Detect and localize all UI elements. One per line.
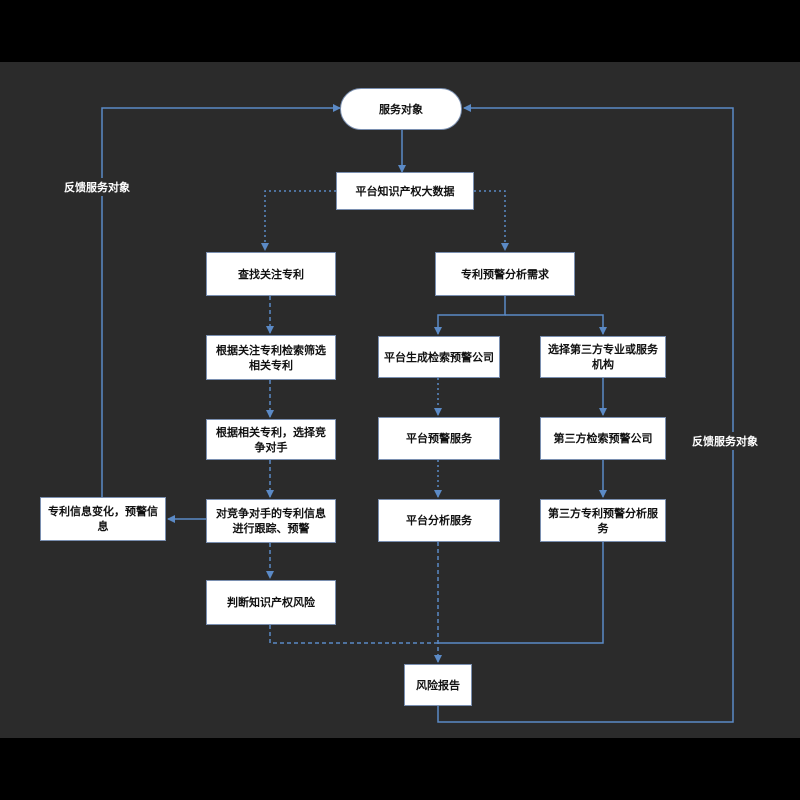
node-service-object: 服务对象 [340,88,462,130]
node-find-patents: 查找关注专利 [206,252,336,296]
arrow-feedback-right [437,104,734,723]
arrow-need-to-platform [434,296,506,335]
node-platform-warning-service: 平台预警服务 [378,417,500,460]
arrow-bigdata-to-find [261,190,336,251]
node-choose-competitor: 根据相关专利，选择竞争对手 [206,419,336,460]
node-warning-need: 专利预警分析需求 [435,252,575,296]
node-judge-risk: 判断知识产权风险 [206,580,336,625]
node-patent-change: 专利信息变化，预警信息 [40,497,166,541]
label-feedback-right: 反馈服务对象 [690,432,760,450]
label-feedback-left: 反馈服务对象 [62,178,132,196]
node-third-party-institution: 选择第三方专业或服务机构 [540,336,666,378]
arrow-need-to-third [505,314,607,335]
node-third-party-analysis: 第三方专利预警分析服务 [540,499,666,542]
node-filter-patents: 根据关注专利检索筛选相关专利 [206,335,336,380]
node-track-competitor: 对竞争对手的专利信息进行跟踪、预警 [206,499,336,543]
arrow-feedback-left [101,104,341,497]
line-third-merge [438,542,604,644]
node-big-data: 平台知识产权大数据 [336,172,474,210]
line-judge-merge [269,625,438,644]
node-third-party-company: 第三方检索预警公司 [540,417,666,460]
arrow-bigdata-to-need [474,190,509,251]
node-risk-report: 风险报告 [404,664,472,706]
node-platform-company: 平台生成检索预警公司 [378,336,500,378]
node-platform-analysis-service: 平台分析服务 [378,499,500,542]
